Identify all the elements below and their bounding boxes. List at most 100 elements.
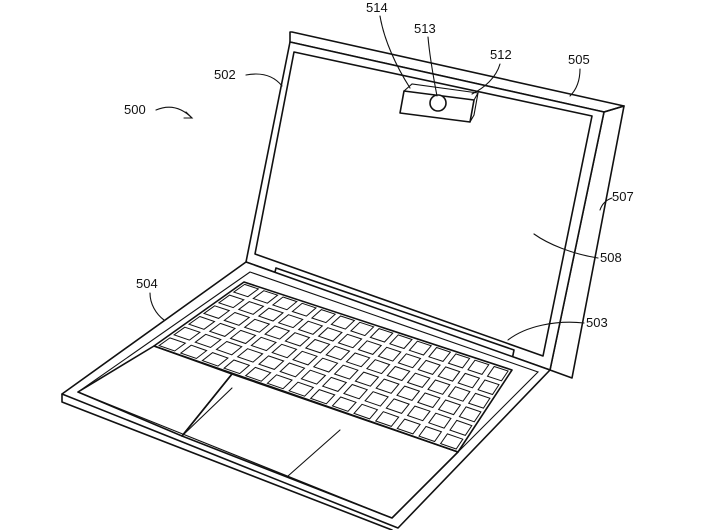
key	[389, 334, 413, 350]
key	[300, 369, 327, 385]
key	[179, 344, 208, 360]
key	[187, 315, 216, 330]
key	[257, 307, 285, 322]
key	[354, 371, 380, 387]
key	[427, 412, 452, 429]
leader-514	[379, 15, 411, 89]
key	[418, 425, 443, 443]
key	[321, 376, 348, 392]
base-front-edge	[61, 393, 393, 530]
keyboard-keys	[158, 283, 509, 450]
key	[364, 391, 389, 407]
key	[158, 337, 187, 352]
key	[457, 372, 481, 389]
label-513: 513	[414, 21, 436, 36]
trackpad-divider-right	[287, 429, 341, 477]
key	[258, 355, 285, 370]
key	[284, 332, 311, 347]
key	[439, 433, 464, 450]
leader-513	[427, 36, 438, 97]
key	[447, 353, 471, 369]
key	[250, 336, 277, 352]
label-503: 503	[586, 315, 608, 330]
key	[325, 345, 351, 361]
lid-top-edge	[289, 31, 625, 113]
key	[467, 392, 491, 409]
key	[232, 283, 260, 298]
key	[396, 418, 421, 435]
key	[330, 315, 356, 330]
key	[309, 389, 336, 405]
key	[406, 372, 431, 388]
key	[437, 399, 462, 416]
key	[217, 294, 245, 309]
key	[385, 398, 410, 414]
key	[357, 340, 383, 355]
label-500: 500	[124, 102, 146, 117]
key	[427, 379, 451, 395]
key	[416, 392, 441, 409]
key	[277, 314, 304, 329]
label-504: 504	[136, 276, 158, 291]
key	[477, 379, 500, 396]
key	[312, 357, 339, 373]
key	[333, 364, 359, 380]
key	[377, 346, 402, 362]
trackpad-divider-left	[181, 387, 233, 437]
key	[201, 352, 229, 367]
key	[374, 411, 400, 427]
label-508: 508	[600, 250, 622, 265]
key	[288, 381, 315, 397]
key	[343, 383, 369, 400]
key	[317, 327, 343, 342]
key	[252, 290, 279, 304]
key	[236, 348, 264, 363]
leader-512	[471, 63, 501, 95]
key	[292, 350, 318, 366]
key	[447, 386, 471, 402]
camera-lens-icon	[429, 94, 447, 112]
laptop-base	[61, 261, 551, 530]
key	[386, 365, 411, 382]
key	[264, 325, 291, 340]
key	[337, 333, 363, 349]
leader-507	[599, 197, 613, 211]
key	[486, 365, 509, 382]
leader-502	[245, 73, 283, 87]
key	[223, 311, 251, 326]
key	[271, 343, 298, 359]
reference-labels: 500 502 504 514 513 512 505 507 508 503	[124, 0, 634, 341]
key	[349, 321, 375, 337]
key	[279, 362, 306, 378]
key	[366, 359, 391, 375]
leader-508	[533, 233, 599, 259]
key	[417, 359, 441, 375]
key	[397, 353, 422, 369]
key	[266, 374, 293, 390]
key	[408, 340, 433, 356]
leader-503	[507, 321, 585, 341]
trackpad-area	[181, 373, 459, 519]
key	[449, 419, 473, 436]
key	[331, 396, 357, 412]
key	[428, 346, 452, 362]
key	[437, 366, 461, 382]
label-507: 507	[612, 189, 634, 204]
label-514: 514	[366, 0, 388, 15]
key	[375, 378, 400, 394]
leader-504	[149, 292, 165, 321]
key	[215, 340, 243, 356]
key	[291, 302, 317, 317]
label-512: 512	[490, 47, 512, 62]
leader-505	[569, 68, 581, 97]
label-502: 502	[214, 67, 236, 82]
key	[208, 322, 237, 337]
key	[345, 352, 371, 368]
key	[229, 329, 257, 345]
key	[304, 338, 331, 354]
key	[310, 309, 337, 324]
key	[223, 359, 251, 375]
key	[202, 305, 231, 319]
key	[237, 301, 265, 315]
